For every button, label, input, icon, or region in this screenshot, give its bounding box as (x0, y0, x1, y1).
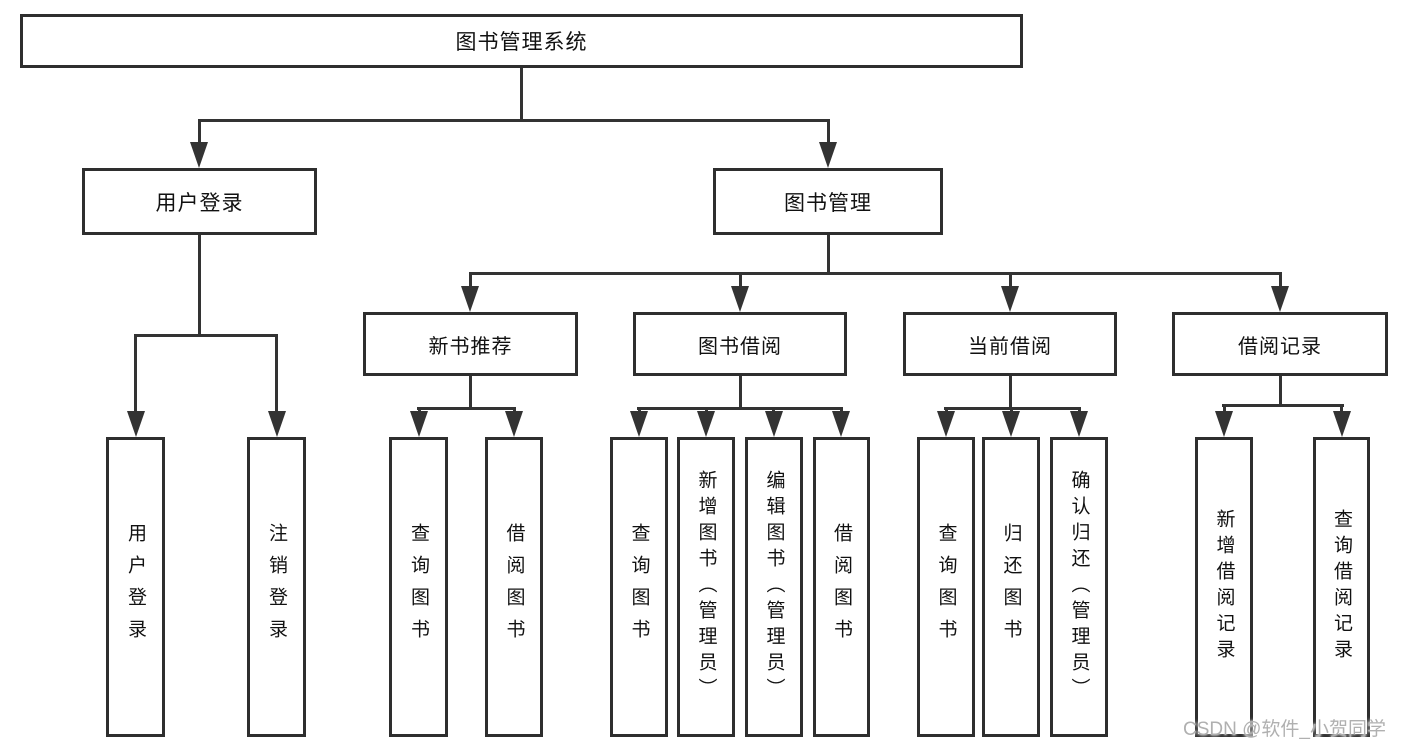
leaf-newbook-borrow-label: 借阅图书 (503, 523, 525, 651)
connector-line (827, 235, 830, 275)
arrowhead-down-icon (819, 142, 837, 168)
leaf-borrow-book: 借阅图书 (813, 437, 870, 737)
leaf-logout-label: 注销登录 (266, 523, 287, 651)
connector-line (275, 334, 278, 411)
arrowhead-down-icon (1002, 411, 1020, 437)
arrowhead-down-icon (461, 286, 479, 312)
connector-line (469, 376, 472, 409)
arrowhead-down-icon (1215, 411, 1233, 437)
arrowhead-down-icon (1271, 286, 1289, 312)
leaf-query-borrow-record-label: 查询借阅记录 (1331, 509, 1352, 665)
arrowhead-down-icon (731, 286, 749, 312)
connector-line (198, 119, 830, 122)
connector-line (417, 407, 516, 410)
arrowhead-down-icon (127, 411, 145, 437)
leaf-return-book: 归还图书 (982, 437, 1040, 737)
leaf-user-login-label: 用户登录 (125, 523, 146, 651)
connector-line (198, 235, 201, 336)
leaf-add-book-admin-label: 新增图书（管理员） (695, 470, 717, 704)
connector-line (134, 334, 278, 337)
arrowhead-down-icon (937, 411, 955, 437)
connector-line (520, 68, 523, 120)
leaf-current-query: 查询图书 (917, 437, 975, 737)
node-current-borrowing: 当前借阅 (903, 312, 1117, 376)
connector-line (945, 407, 948, 413)
leaf-logout: 注销登录 (247, 437, 306, 737)
connector-line (134, 334, 137, 411)
node-book-management-label: 图书管理 (784, 191, 872, 215)
node-root-label: 图书管理系统 (455, 31, 588, 54)
leaf-add-book-admin: 新增图书（管理员） (677, 437, 735, 737)
connector-line (198, 119, 201, 142)
leaf-confirm-return-admin: 确认归还（管理员） (1050, 437, 1108, 737)
node-root: 图书管理系统 (20, 14, 1023, 68)
node-borrowing-records-label: 借阅记录 (1238, 335, 1322, 358)
connector-line (1009, 272, 1012, 286)
leaf-newbook-query: 查询图书 (389, 437, 448, 737)
leaf-newbook-query-label: 查询图书 (408, 523, 429, 651)
arrowhead-down-icon (1333, 411, 1351, 437)
connector-line (705, 407, 708, 413)
connector-line (827, 119, 830, 142)
arrowhead-down-icon (505, 411, 523, 437)
node-user-login: 用户登录 (82, 168, 317, 235)
connector-line (1223, 404, 1226, 413)
leaf-user-login: 用户登录 (106, 437, 165, 737)
connector-line (469, 272, 472, 286)
connector-line (772, 407, 775, 413)
connector-line (1279, 376, 1282, 407)
node-new-book-recommend: 新书推荐 (363, 312, 578, 376)
connector-line (1222, 404, 1344, 407)
node-current-borrowing-label: 当前借阅 (968, 335, 1052, 358)
connector-line (1279, 272, 1282, 286)
connector-line (1009, 376, 1012, 409)
leaf-return-book-label: 归还图书 (1000, 523, 1022, 651)
connector-line (513, 407, 516, 413)
connector-line (1340, 404, 1343, 413)
connector-line (637, 407, 843, 410)
connector-line (1010, 407, 1013, 413)
leaf-query-borrow-record: 查询借阅记录 (1313, 437, 1370, 737)
arrowhead-down-icon (697, 411, 715, 437)
watermark: CSDN @软件_小贺同学 (1183, 719, 1386, 740)
arrowhead-down-icon (832, 411, 850, 437)
leaf-add-borrow-record-label: 新增借阅记录 (1213, 509, 1235, 665)
leaf-borrow-book-label: 借阅图书 (831, 523, 852, 651)
node-new-book-recommend-label: 新书推荐 (428, 335, 513, 358)
leaf-borrow-query: 查询图书 (610, 437, 668, 737)
node-borrowing-records: 借阅记录 (1172, 312, 1388, 376)
node-book-borrowing: 图书借阅 (633, 312, 847, 376)
connector-line (1078, 407, 1081, 413)
connector-line (418, 407, 421, 413)
arrowhead-down-icon (268, 411, 286, 437)
connector-line (840, 407, 843, 413)
leaf-confirm-return-admin-label: 确认归还（管理员） (1068, 470, 1090, 704)
arrowhead-down-icon (190, 142, 208, 168)
node-book-borrowing-label: 图书借阅 (698, 335, 782, 358)
connector-line (739, 376, 742, 409)
leaf-edit-book-admin-label: 编辑图书（管理员） (763, 470, 785, 704)
arrowhead-down-icon (410, 411, 428, 437)
leaf-add-borrow-record: 新增借阅记录 (1195, 437, 1253, 737)
connector-line (638, 407, 641, 413)
arrowhead-down-icon (1001, 286, 1019, 312)
connector-line (469, 272, 1281, 275)
leaf-edit-book-admin: 编辑图书（管理员） (745, 437, 803, 737)
arrowhead-down-icon (765, 411, 783, 437)
connector-line (739, 272, 742, 286)
leaf-borrow-query-label: 查询图书 (628, 523, 650, 651)
node-book-management: 图书管理 (713, 168, 943, 235)
leaf-current-query-label: 查询图书 (935, 523, 957, 651)
arrowhead-down-icon (630, 411, 648, 437)
arrowhead-down-icon (1070, 411, 1088, 437)
node-user-login-label: 用户登录 (155, 191, 244, 215)
leaf-newbook-borrow: 借阅图书 (485, 437, 543, 737)
